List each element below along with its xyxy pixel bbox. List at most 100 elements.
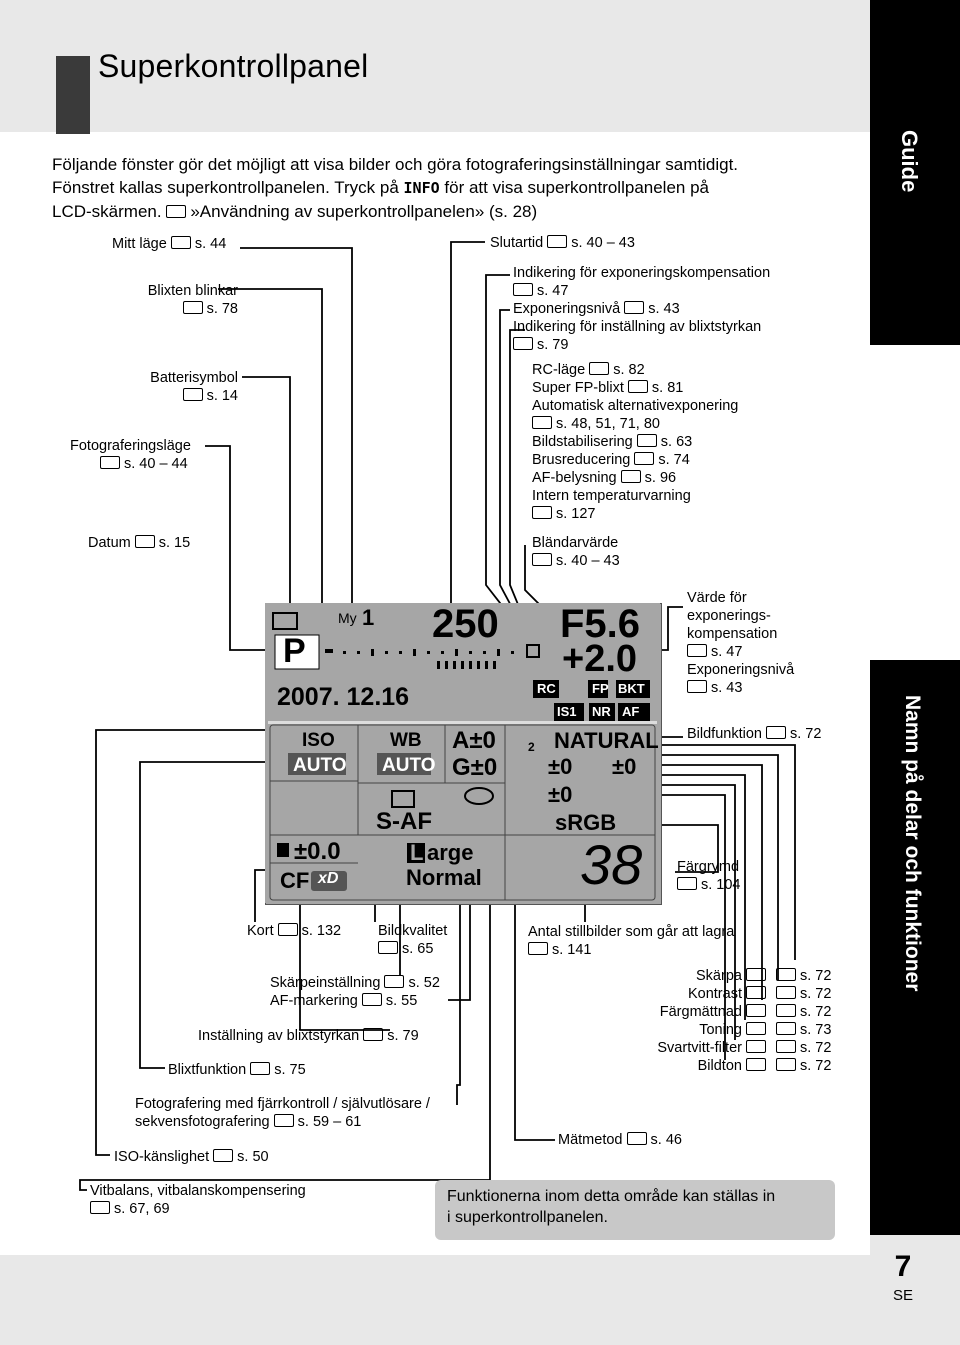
ref-saturation: s. 72: [776, 1003, 831, 1021]
panel-mynum: 1: [362, 605, 375, 630]
label-contrast: Kontrast: [600, 985, 770, 1003]
page-number: 7: [894, 1250, 912, 1283]
reference-icon: [361, 993, 382, 1006]
info-button-label: INFO: [403, 179, 440, 197]
panel-contrast: ±0: [612, 754, 637, 779]
label-card: Kort s. 132: [247, 923, 342, 939]
reference-icon: [636, 434, 657, 447]
reference-icon: [384, 975, 405, 988]
label-flash-mode: Blixtfunktion s. 75: [168, 1062, 306, 1078]
label-af-illuminator: AF-belysning s. 96: [532, 470, 677, 486]
label-rc-mode: RC-läge s. 82: [532, 362, 645, 378]
panel-iso-label: ISO: [302, 730, 335, 751]
reference-icon: [776, 1004, 796, 1017]
ref-toning: s. 73: [776, 1021, 831, 1039]
label-toning: Toning: [600, 1021, 770, 1039]
label-stabilization: Bildstabilisering s. 63: [532, 434, 693, 450]
panel-flash-comp: ±0.0: [294, 838, 341, 865]
reference-icon: [634, 452, 655, 465]
badge-af: AF: [622, 704, 640, 719]
note-box: Funktionerna inom detta område kan ställ…: [435, 1180, 835, 1240]
reference-icon: [513, 337, 533, 350]
panel-date: 2007. 12.16: [277, 683, 410, 711]
reference-icon: [532, 506, 552, 519]
reference-icon: [547, 235, 568, 248]
panel-colorspace: sRGB: [555, 810, 617, 835]
badge-fp: FP: [592, 681, 609, 696]
note-line-2: i superkontrollpanelen.: [447, 1209, 608, 1226]
contrast-icon: [746, 986, 766, 999]
panel-wb-g: G±0: [452, 754, 498, 781]
panel-shutter: 250: [432, 602, 499, 646]
reference-icon: [776, 1058, 796, 1071]
label-sharpness: Skärpa: [600, 967, 770, 985]
intro-line-2: Fönstret kallas superkontrollpanelen. Tr…: [52, 178, 709, 197]
reference-icon: [620, 470, 641, 483]
intro-line-1: Följande fönster gör det möjligt att vis…: [52, 155, 739, 174]
panel-mode: P: [283, 632, 306, 670]
panel-picture-mode: NATURAL: [554, 728, 659, 753]
reference-icon: [213, 1149, 234, 1162]
reference-icon: [776, 968, 796, 981]
reference-icon: [528, 942, 548, 955]
label-bw-filter: Svartvitt-filter: [600, 1039, 770, 1057]
reference-icon: [378, 941, 398, 954]
label-flash-indicator: Indikering för inställning av blixtstyrk…: [513, 319, 762, 353]
intro-text: Följande fönster gör det möjligt att vis…: [52, 153, 852, 223]
panel-mymode: My: [338, 610, 357, 626]
reference-icon: [277, 923, 298, 936]
badge-nr: NR: [592, 704, 611, 719]
reference-icon: [626, 1132, 647, 1145]
ref-contrast: s. 72: [776, 985, 831, 1003]
page-title: Superkontrollpanel: [98, 48, 369, 84]
reference-icon: [513, 283, 533, 296]
reference-icon: [776, 1040, 796, 1053]
panel-saturation: ±0: [548, 782, 573, 807]
reference-icon: [687, 680, 707, 693]
intro-line-3: LCD-skärmen. »Användning av superkontrol…: [52, 202, 538, 221]
ref-sharpness: s. 72: [776, 967, 831, 985]
label-exposure-level: Exponeringsnivå s. 43: [513, 301, 680, 317]
label-metering: Mätmetod s. 46: [558, 1132, 682, 1148]
panel-aperture: F5.6: [560, 602, 641, 646]
reference-icon: [532, 416, 552, 429]
panel-quality-l: L: [410, 840, 424, 865]
panel-card-xd: xD: [318, 870, 339, 887]
badge-bkt: BKT: [618, 681, 645, 696]
label-super-fp: Super FP-blixt s. 81: [532, 380, 684, 396]
label-datum: Datum s. 15: [88, 535, 191, 551]
reference-icon: [624, 301, 645, 314]
panel-focus-mode: S-AF: [376, 808, 432, 835]
label-slutartid: Slutartid s. 40 – 43: [490, 235, 635, 251]
sidebar-gap: [870, 345, 960, 660]
reference-icon: [170, 236, 191, 249]
panel-sharpness: ±0: [548, 754, 573, 779]
reference-icon: [273, 1114, 294, 1127]
panel-iso-value: AUTO: [293, 755, 347, 776]
panel-wb-label: WB: [390, 730, 422, 751]
reference-icon: [627, 380, 648, 393]
reference-icon: [182, 301, 203, 314]
reference-icon: [776, 986, 796, 999]
footer-band: [0, 1255, 870, 1345]
panel-compression: Normal: [406, 865, 482, 890]
label-iso: ISO-känslighet s. 50: [114, 1149, 269, 1165]
label-mitt-lage: Mitt läge s. 44: [112, 236, 227, 252]
panel-wb-a: A±0: [452, 727, 496, 754]
reference-icon: [100, 456, 120, 469]
panel-shot-count: 38: [580, 833, 643, 896]
badge-is1: IS1: [557, 704, 577, 719]
guide-tab: Guide: [870, 0, 960, 335]
super-control-panel-graphic: [265, 603, 660, 903]
badge-rc: RC: [537, 681, 556, 696]
label-noise-reduction: Brusreducering s. 74: [532, 452, 690, 468]
reference-icon: [250, 1062, 271, 1075]
